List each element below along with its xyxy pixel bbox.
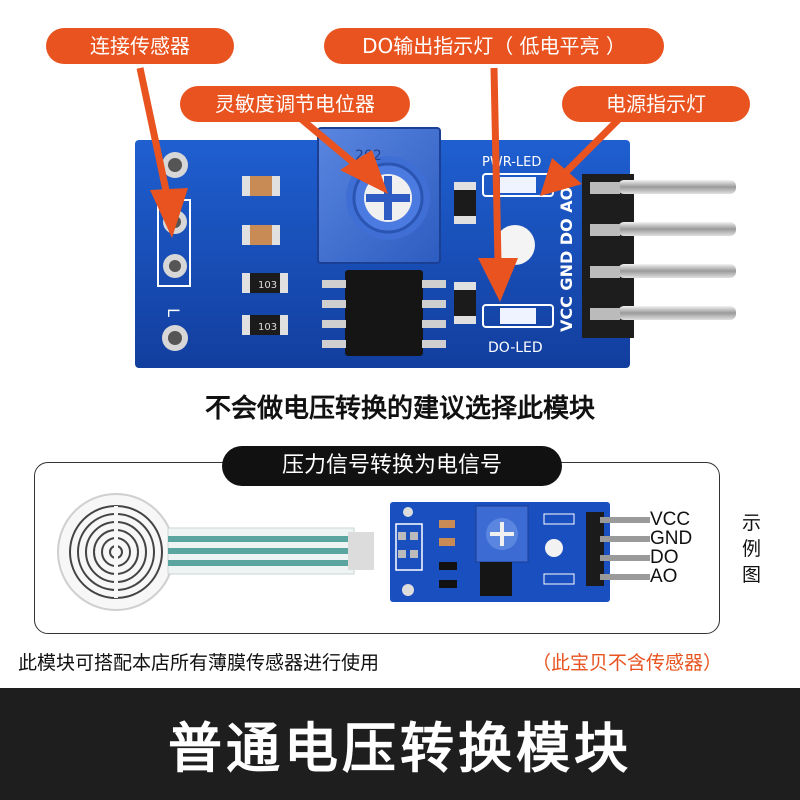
diagram-pin-ao: AO — [650, 566, 678, 587]
callout-do-led: DO输出指示灯（ 低电平亮 ） — [324, 28, 664, 64]
diagram-title-pill: 压力信号转换为电信号 — [222, 446, 562, 486]
header-pins — [582, 174, 736, 338]
diagram-illustration — [57, 493, 650, 611]
diagram-pin-do: DO — [650, 547, 679, 568]
headline: 不会做电压转换的建议选择此模块 — [204, 394, 595, 424]
side-caption-3: 图 — [742, 564, 762, 586]
ic-chip — [322, 270, 446, 356]
sensor-not-included-note: （此宝贝不含传感器） — [532, 652, 723, 674]
footer-banner — [0, 688, 800, 800]
diagram-pin-gnd: GND — [650, 528, 693, 549]
sensor-connector-pads — [162, 152, 188, 351]
mini-module — [390, 502, 650, 602]
do-led-label: DO-LED — [488, 340, 543, 356]
callout-connect-sensor: 连接传感器 — [46, 28, 234, 64]
smd-components — [242, 176, 476, 335]
compatibility-note: 此模块可搭配本店所有薄膜传感器进行使用 — [18, 652, 380, 674]
film-sensor — [57, 493, 374, 611]
side-caption-2: 例 — [742, 538, 762, 560]
pwr-led-label: PWR-LED — [482, 155, 541, 170]
resistor-label-1: 103 — [258, 280, 277, 291]
side-caption-1: 示 — [742, 512, 762, 534]
pin-names-silkscreen: VCC GND DO AO — [557, 187, 576, 332]
callout-sensitivity-pot: 灵敏度调节电位器 — [180, 86, 410, 122]
resistor-label-2: 103 — [258, 322, 277, 333]
do-led — [482, 304, 554, 328]
svg-text:L: L — [164, 308, 183, 317]
callout-arrows — [136, 67, 623, 302]
callout-power-led: 电源指示灯 — [562, 86, 750, 122]
footer-title: 普通电压转换模块 — [168, 717, 632, 780]
module-photo: L 202 103 103 — [135, 67, 736, 368]
diagram-pin-vcc: VCC — [650, 509, 691, 530]
